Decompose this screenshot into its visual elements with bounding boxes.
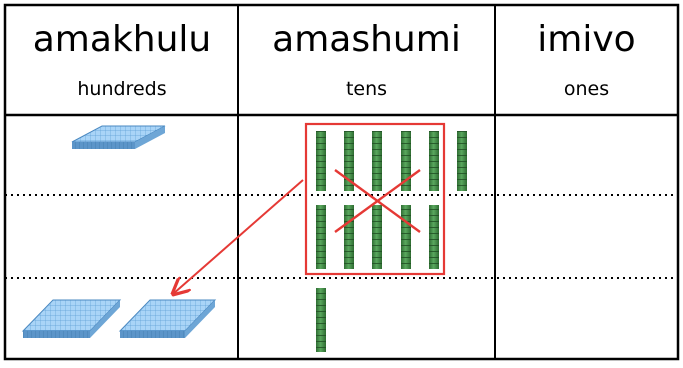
hundred-block [71, 125, 166, 149]
ten-rod [344, 131, 354, 191]
column-subtitle-hundreds: hundreds [77, 78, 167, 100]
ten-rod [316, 131, 326, 191]
column-title-tens: amashumi [272, 19, 461, 60]
hundred-block [21, 299, 122, 338]
column-subtitle-ones: ones [563, 78, 610, 100]
ten-rod [457, 131, 467, 191]
ten-rod [429, 131, 439, 191]
ten-rod [372, 205, 382, 269]
regroup-box [304, 122, 446, 276]
chart-frame [3, 3, 680, 361]
ten-rod [316, 205, 326, 269]
cross-out-line-2 [334, 169, 421, 233]
column-subtitle-tens: tens [345, 78, 388, 100]
column-title-hundreds: amakhulu [32, 19, 212, 60]
ten-rod [401, 131, 411, 191]
ten-rod [429, 205, 439, 269]
ten-rod [372, 131, 382, 191]
ten-rod [401, 205, 411, 269]
ten-rod [316, 288, 326, 352]
column-title-ones: imivo [537, 19, 636, 60]
regroup-arrow [173, 179, 304, 294]
hundred-block [118, 299, 217, 338]
ten-rod [344, 205, 354, 269]
